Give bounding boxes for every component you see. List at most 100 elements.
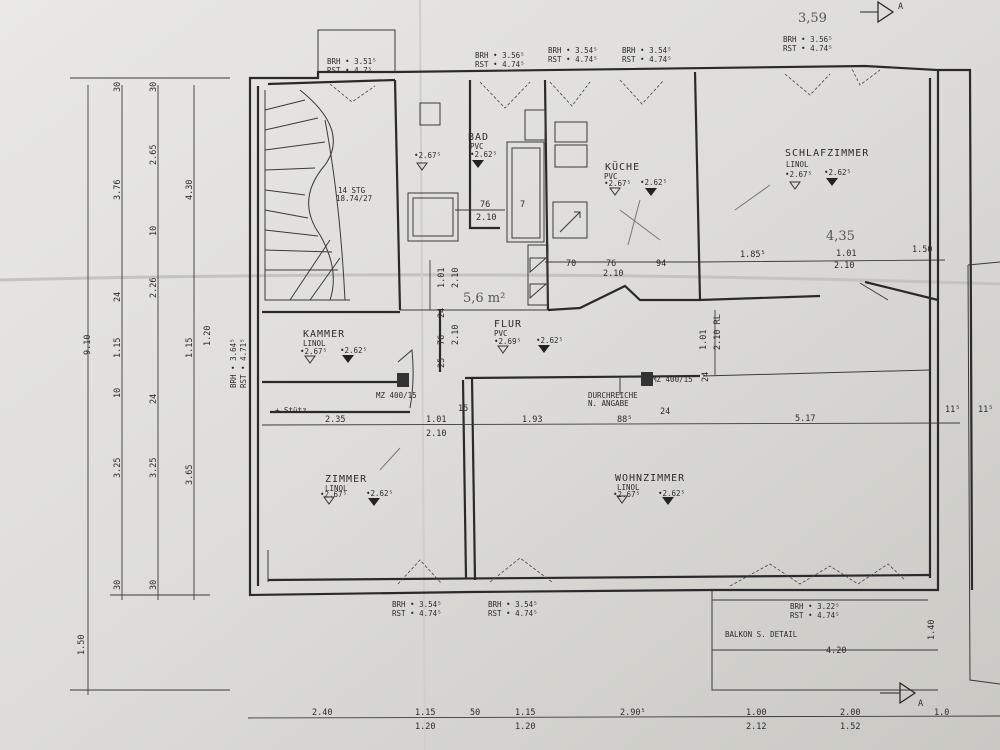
dim-bottom-4: 50 — [470, 708, 480, 718]
window-bottom-3-rst: RST • 4.74⁵ — [790, 611, 840, 620]
dim-bottom-3: 1.20 — [415, 722, 435, 732]
room-kuche-level1: •2.67⁵ — [604, 179, 631, 188]
dim-row-4: 15 — [458, 404, 468, 414]
dim-bottom-14: 1.0 — [934, 708, 949, 718]
pencil-cross — [734, 184, 771, 211]
dim-flur-4: 2.10 — [451, 325, 461, 345]
dim-left-c1-2: 24 — [113, 292, 123, 302]
handwritten-note-top: 3,59 — [798, 11, 827, 26]
window-bottom-2-brh: BRH • 3.54⁵ — [488, 600, 538, 609]
pencil-cross — [379, 447, 401, 471]
dim-left-c1-3: 1.15 — [113, 338, 123, 358]
handwritten-note-schlaf: 4,35 — [826, 229, 855, 244]
chimney-shaft — [397, 373, 409, 387]
room-wohnzimmer-floor: LINOL — [617, 483, 640, 492]
room-zimmer-level1: •2.67⁵ — [320, 490, 347, 499]
dim-bottom-5: 1.15 — [515, 708, 535, 718]
window-bottom-1-brh: BRH • 3.54⁵ — [392, 600, 442, 609]
dim-schlaf-2: 1.01 — [836, 249, 856, 259]
dim-row-8: 5.17 — [795, 414, 815, 424]
window-bottom-1-rst: RST • 4.74⁵ — [392, 609, 442, 618]
dim-bottom-13: 1.40 — [927, 620, 937, 640]
room-zimmer-name: ZIMMER — [325, 474, 367, 485]
room-flur-level1: •2.69⁵ — [494, 337, 521, 346]
room-kammer-name: KAMMER — [303, 329, 345, 340]
room-flur-level2: •2.62⁵ — [536, 336, 563, 345]
section-label-bottom: A — [918, 699, 923, 709]
room-kuche-floor: PVC — [604, 172, 618, 181]
paper-crease — [0, 273, 1000, 286]
room-bad-level2: •2.62⁵ — [470, 150, 497, 159]
dim-left-c3-0: 4.30 — [185, 180, 195, 200]
dim-left-c3-4: 1.50 — [77, 635, 87, 655]
dim-left-c2-2: 10 — [149, 226, 159, 236]
kammer-window-brh: BRH • 3.64⁵ — [229, 338, 238, 388]
dim-flur-7: 1.01 — [699, 330, 709, 350]
stair-ratio-label: 18.74/27 — [336, 194, 372, 203]
dim-bottom-2: 1.15 — [415, 708, 435, 718]
dim-left-c2-0: 30 — [149, 82, 159, 92]
dim-left-c3-1: 1.15 — [185, 338, 195, 358]
window-swings-bottom — [397, 557, 906, 587]
staircase — [264, 89, 350, 301]
section-marker-bottom — [880, 681, 917, 705]
room-schlafzimmer-level2: •2.62⁵ — [824, 168, 851, 177]
dim-left-c1-1: 3.76 — [113, 180, 123, 200]
dim-flur-6: 25 — [437, 358, 447, 368]
room-bad-name: BAD — [468, 132, 489, 143]
window-top-5-brh: BRH • 3.56⁵ — [783, 35, 833, 44]
window-top-2-rst: RST • 4.74⁵ — [475, 60, 525, 69]
bathroom-fixtures — [407, 102, 588, 306]
room-schlafzimmer-level1: •2.67⁵ — [785, 170, 812, 179]
room-kuche-level2: •2.62⁵ — [640, 178, 667, 187]
dim-flur-9: 24 — [701, 372, 711, 382]
room-bad-floor: PVC — [470, 142, 484, 151]
dim-kuche-3: 2.10 — [603, 269, 623, 279]
dim-left-c2-1: 2.65 — [149, 145, 159, 165]
dim-left-c2-4: 24 — [149, 394, 159, 404]
window-top-1-brh: BRH • 3.51⁵ — [327, 57, 377, 66]
dim-bottom-6: 1.20 — [515, 722, 535, 732]
window-bottom-2-rst: RST • 4.74⁵ — [488, 609, 538, 618]
dim-bottom-1: 2.40 — [312, 708, 332, 718]
dim-bottom-7: 2.90⁵ — [620, 708, 646, 718]
door-swings — [267, 282, 889, 582]
dim-flur-5: 24 — [437, 308, 447, 318]
outer-walls — [248, 29, 1000, 685]
dim-schlaf-1: 1.85⁵ — [740, 250, 766, 260]
dim-row-6: 88⁵ — [617, 415, 632, 425]
dim-left-c2-6: 30 — [149, 580, 159, 590]
section-marker-top — [860, 0, 895, 24]
window-bottom-3-brh: BRH • 3.22⁵ — [790, 602, 840, 611]
dim-flur-2: 2.10 — [451, 268, 461, 288]
dim-row-9: 11⁵ — [945, 405, 960, 415]
dim-kuche-1: 70 — [566, 259, 576, 269]
dim-bottom-9: 2.12 — [746, 722, 766, 732]
section-label-top: A — [898, 2, 903, 12]
dim-bottom-8: 1.00 — [746, 708, 766, 718]
dim-left-c3-3: 3.65 — [185, 465, 195, 485]
durchreiche-label: DURCHREICHE — [588, 391, 638, 400]
dim-flur-1: 1.01 — [437, 268, 447, 288]
dim-kuche-2: 76 — [606, 259, 616, 269]
room-bad-level1: •2.67⁵ — [414, 151, 441, 160]
dim-bottom-11: 1.52 — [840, 722, 860, 732]
room-kammer-level1: •2.67⁵ — [300, 347, 327, 356]
chimney-shaft — [641, 372, 653, 386]
dim-row-3: 2.10 — [426, 429, 446, 439]
dim-left-total: 9.10 — [83, 335, 93, 355]
handwritten-area: 5,6 m² — [463, 291, 505, 306]
stair-count-label: 14 STG — [338, 186, 366, 195]
dim-row-1: 2.35 — [325, 415, 345, 425]
dim-row-2: 1.01 — [426, 415, 446, 425]
dim-row-7: 24 — [660, 407, 670, 417]
dimension-lines — [70, 77, 1000, 719]
room-schlafzimmer-floor: LINOL — [786, 160, 809, 169]
window-top-1-rst: RST • 4.7⁵ — [327, 66, 372, 75]
kammer-window-rst: RST • 4.71⁵ — [239, 338, 248, 388]
window-swings-top — [329, 64, 881, 109]
dim-bottom-12: 4.20 — [826, 646, 846, 656]
window-top-3-brh: BRH • 3.54⁵ — [548, 46, 598, 55]
